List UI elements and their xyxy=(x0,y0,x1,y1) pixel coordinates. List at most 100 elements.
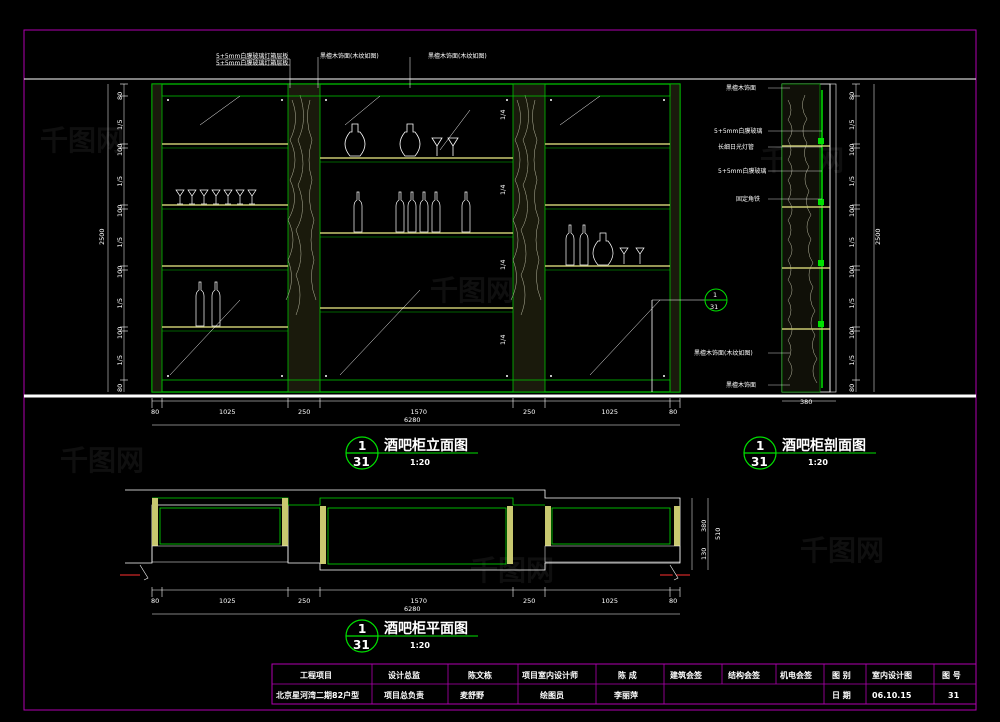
title-block: 工程项目 北京星河湾二期82户型 设计总监 陈文栋 项目室内设计师 陈 成 项目… xyxy=(271,663,977,705)
tb-designer-label: 项目室内设计师 xyxy=(522,670,578,680)
callout-glass-2: 5+5mm白膜玻璃灯箱层板 xyxy=(216,59,288,67)
tb-designer: 陈 成 xyxy=(618,670,637,680)
tb-drawing-label: 图 别 xyxy=(832,671,851,680)
svg-text:酒吧柜剖面图: 酒吧柜剖面图 xyxy=(782,437,866,454)
svg-text:1:20: 1:20 xyxy=(410,641,430,650)
section-width-dim: 380 xyxy=(800,398,812,406)
left-dims-7: 1/5 xyxy=(116,298,124,308)
tb-number-label: 图 号 xyxy=(942,671,961,680)
callout-glass-1: 5+5mm白膜玻璃灯箱层板 xyxy=(216,52,288,60)
section-callout-4: 固定角铁 xyxy=(736,195,760,203)
section-callout-6: 黑檀木饰面 xyxy=(726,381,756,389)
svg-text:酒吧柜平面图: 酒吧柜平面图 xyxy=(384,620,468,637)
plan-bottom-dims-3: 1570 xyxy=(411,597,428,605)
mid-dim-0: 1/4 xyxy=(499,110,507,120)
sec-right-dims-4: 100 xyxy=(848,205,856,217)
tb-struct-sign: 结构会签 xyxy=(728,670,761,680)
svg-text:1:20: 1:20 xyxy=(808,458,828,467)
tb-drafter-label: 绘图员 xyxy=(540,690,564,700)
tb-lead: 麦舒野 xyxy=(460,690,484,700)
plan-depth-dim-1: 130 xyxy=(700,548,708,560)
section-height-dim: 2500 xyxy=(874,228,882,245)
tb-mep-sign: 机电会签 xyxy=(780,670,813,680)
elevation-height-dim: 2500 xyxy=(98,228,106,245)
mid-dim-2: 1/4 xyxy=(499,260,507,270)
tb-project-name: 北京星河湾二期82户型 xyxy=(276,690,359,700)
sec-right-dims-3: 1/5 xyxy=(848,176,856,186)
svg-text:千图网: 千图网 xyxy=(60,444,144,477)
bar-cabinet-elevation: 1 31 5+5mm白膜玻璃灯箱层板 5+5mm白膜玻璃灯箱层板 黑檀木饰面(木… xyxy=(98,52,728,426)
svg-text:千图网: 千图网 xyxy=(40,124,124,157)
svg-text:31: 31 xyxy=(353,455,370,469)
elev-bottom-dims-0: 80 xyxy=(151,408,159,416)
mid-dim-3: 1/4 xyxy=(499,335,507,345)
svg-text:1: 1 xyxy=(358,439,366,453)
plan-bottom-dims-4: 250 xyxy=(523,597,535,605)
section-ref-bottom: 31 xyxy=(710,303,718,311)
left-dims-4: 100 xyxy=(116,205,124,217)
section-callout-2: 长细日光灯管 xyxy=(718,143,754,151)
sheet-frame xyxy=(23,29,977,711)
svg-text:31: 31 xyxy=(353,638,370,652)
svg-text:酒吧柜立面图: 酒吧柜立面图 xyxy=(384,437,468,454)
elev-bottom-dims-4: 250 xyxy=(523,408,535,416)
left-dims-3: 1/5 xyxy=(116,176,124,186)
tb-project-label: 工程项目 xyxy=(300,670,332,680)
plan-bottom-dims-2: 250 xyxy=(298,597,310,605)
section-callout-0: 黑檀木饰面 xyxy=(726,84,756,92)
callout-wood-2: 黑檀木饰面(木纹如图) xyxy=(428,52,487,60)
plan-bottom-dims-6: 80 xyxy=(669,597,677,605)
tb-director: 陈文栋 xyxy=(468,670,492,680)
sec-right-dims-8: 100 xyxy=(848,327,856,339)
sec-right-dims-6: 100 xyxy=(848,266,856,278)
elevation-total-dim: 6280 xyxy=(404,416,421,424)
mid-dim-1: 1/4 xyxy=(499,185,507,195)
svg-text:千图网: 千图网 xyxy=(800,534,884,567)
watermark-group: 千图网 千图网 千图网 千图网 千图网 千图网 xyxy=(40,124,884,587)
elevation-title: 1 31 酒吧柜立面图 1:20 xyxy=(345,436,478,470)
plan-bottom-dims-1: 1025 xyxy=(219,597,236,605)
section-callout-5: 黑檀木饰面(木纹如图) xyxy=(694,349,753,357)
svg-text:31: 31 xyxy=(751,455,768,469)
callout-wood-1: 黑檀木饰面(木纹如图) xyxy=(320,52,379,60)
left-dims-1: 1/5 xyxy=(116,120,124,130)
tb-arch-sign: 建筑会签 xyxy=(669,670,703,680)
left-dims-5: 1/5 xyxy=(116,237,124,247)
tb-date-label: 日 期 xyxy=(832,690,851,700)
sec-right-dims-2: 100 xyxy=(848,144,856,156)
left-dims-9: 1/5 xyxy=(116,355,124,365)
left-dims-6: 100 xyxy=(116,266,124,278)
plan-bottom-dims-5: 1025 xyxy=(602,597,619,605)
elev-bottom-dims-1: 1025 xyxy=(219,408,236,416)
section-ref-top: 1 xyxy=(713,291,717,299)
tb-date: 06.10.15 xyxy=(872,691,912,700)
sec-right-dims-10: 80 xyxy=(848,384,856,392)
left-dims-10: 80 xyxy=(116,384,124,392)
section-callout-3: 5+5mm白膜玻璃 xyxy=(718,167,766,175)
plan-bottom-dims-0: 80 xyxy=(151,597,159,605)
svg-text:1: 1 xyxy=(358,622,366,636)
plan-title: 1 31 酒吧柜平面图 1:20 xyxy=(345,619,478,653)
elev-bottom-dims-5: 1025 xyxy=(602,408,619,416)
sec-right-dims-5: 1/5 xyxy=(848,237,856,247)
plan-total-dim: 6280 xyxy=(404,605,421,613)
sec-right-dims-9: 1/5 xyxy=(848,355,856,365)
section-callout-1: 5+5mm白膜玻璃 xyxy=(714,127,762,135)
elev-bottom-dims-6: 80 xyxy=(669,408,677,416)
left-dims-2: 100 xyxy=(116,144,124,156)
sec-right-dims-7: 1/5 xyxy=(848,298,856,308)
section-title: 1 31 酒吧柜剖面图 1:20 xyxy=(743,436,876,470)
tb-drawing-type: 室内设计图 xyxy=(872,670,912,680)
bar-cabinet-section: 黑檀木饰面 5+5mm白膜玻璃 长细日光灯管 5+5mm白膜玻璃 固定角铁 黑檀… xyxy=(694,83,882,406)
svg-text:1: 1 xyxy=(756,439,764,453)
left-dims-8: 100 xyxy=(116,327,124,339)
plan-depth-dim-0: 380 xyxy=(700,520,708,532)
tb-director-label: 设计总监 xyxy=(388,670,420,680)
tb-number: 31 xyxy=(948,691,960,700)
svg-text:千图网: 千图网 xyxy=(430,274,514,307)
tb-lead-label: 项目总负责 xyxy=(384,690,424,700)
elev-bottom-dims-2: 250 xyxy=(298,408,310,416)
tb-drafter: 李丽萍 xyxy=(613,690,638,700)
